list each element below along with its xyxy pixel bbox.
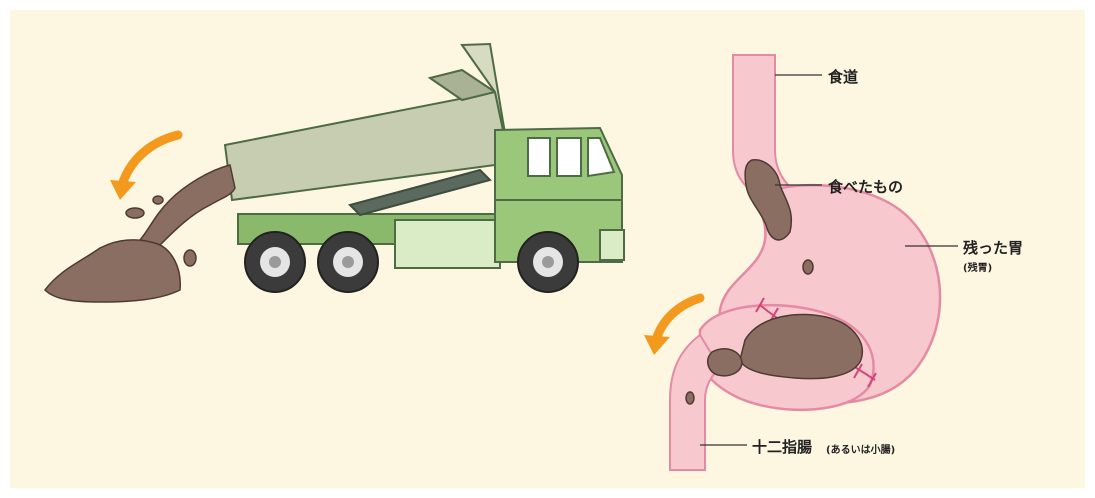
label-food: 食べたもの — [828, 176, 903, 197]
label-remnant-stomach: 残った胃 — [963, 237, 1023, 258]
dumped-dirt — [45, 165, 235, 302]
stomach-illustration — [670, 55, 940, 470]
label-esophagus: 食道 — [828, 66, 858, 87]
food-direction-arrow — [656, 298, 700, 340]
dump-direction-arrow — [122, 135, 178, 185]
dump-arrow-head — [110, 180, 136, 200]
bumper — [600, 230, 624, 260]
wheel-front — [518, 232, 578, 292]
wheel-rear-1 — [245, 232, 305, 292]
food-arrow-head — [644, 335, 670, 355]
cab-window-1 — [528, 138, 550, 176]
label-duodenum-sub: (あるいは小腸) — [826, 441, 895, 456]
label-remnant-stomach-sub: (残胃) — [963, 259, 992, 274]
wheel-rear-2 — [318, 232, 378, 292]
cab-window-2 — [557, 138, 581, 176]
dump-truck — [225, 44, 624, 292]
label-duodenum: 十二指腸 — [752, 436, 812, 457]
truck-side-box — [395, 220, 500, 268]
